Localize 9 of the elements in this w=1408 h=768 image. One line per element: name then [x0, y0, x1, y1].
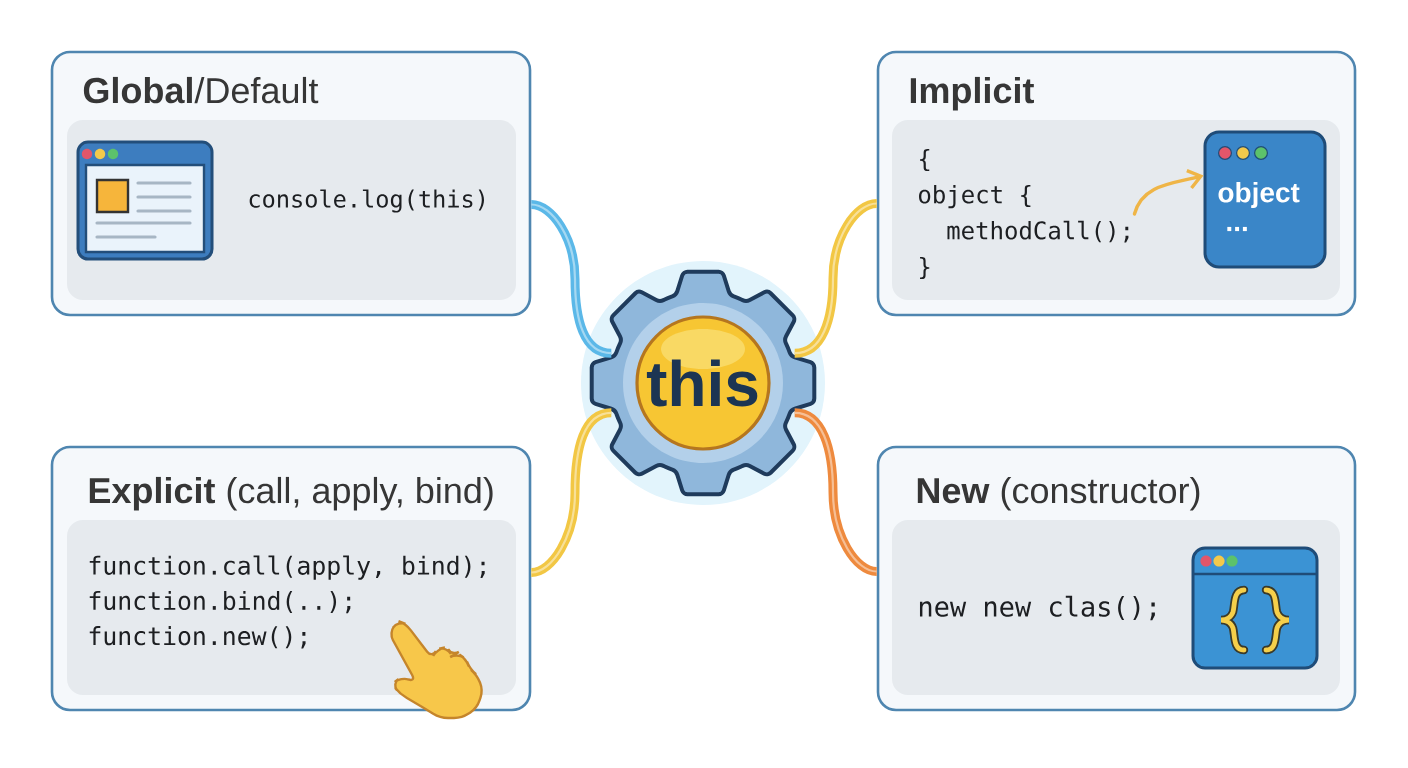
curved-arrow — [1132, 169, 1204, 216]
code-block: function.call(apply, bind); function.bind(..); function.new(); — [67, 520, 516, 695]
gear: this — [581, 261, 825, 505]
connector-line — [530, 200, 612, 358]
connector-line — [794, 408, 878, 576]
code-snippet: { object { methodCall(); } — [919, 148, 1129, 280]
connector-line — [794, 199, 878, 358]
connector-line — [530, 408, 612, 577]
object-window: object ... — [1203, 130, 1327, 269]
